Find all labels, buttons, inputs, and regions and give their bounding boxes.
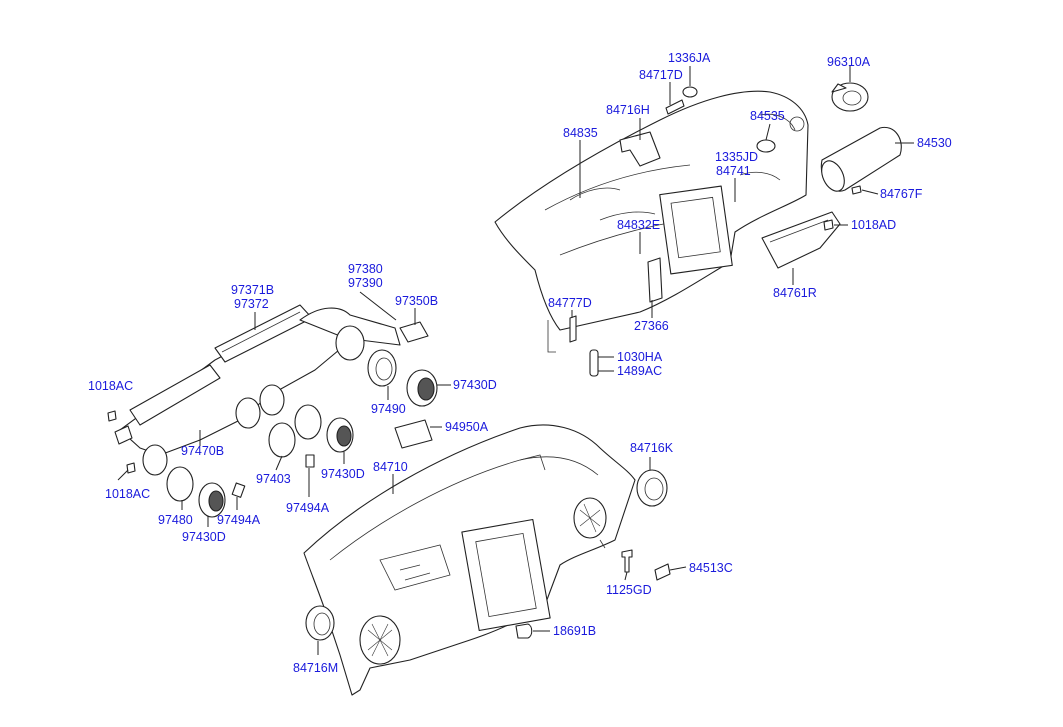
bracket-part — [619, 131, 661, 167]
cylinder-part — [820, 126, 902, 192]
vent-84716K — [636, 469, 668, 507]
label-84535: 84535 — [750, 109, 785, 123]
lower-dash-panel — [494, 90, 809, 353]
label-97430D-c: 97430D — [182, 530, 226, 544]
label-84716H: 84716H — [606, 103, 650, 117]
label-84777D: 84777D — [548, 296, 592, 310]
label-1018AC-bot: 1018AC — [105, 487, 150, 501]
label-1018AC-top: 1018AC — [88, 379, 133, 393]
label-84717D: 84717D — [639, 68, 683, 82]
label-97430D-b: 97430D — [321, 467, 365, 481]
vent-97430D-c — [198, 482, 226, 518]
clip-part — [682, 86, 698, 98]
speaker-part — [831, 82, 869, 112]
bracket-part — [589, 349, 599, 377]
strip-part — [647, 257, 663, 303]
label-94950A: 94950A — [445, 420, 489, 434]
holder-part — [394, 419, 433, 449]
part-labels: 1336JA 84717D 96310A 84716H 84535 84835 … — [88, 51, 952, 675]
vent-97490 — [367, 349, 397, 387]
label-97494A-a: 97494A — [286, 501, 330, 515]
label-1336JA: 1336JA — [668, 51, 711, 65]
label-1489AC: 1489AC — [617, 364, 662, 378]
label-84530: 84530 — [917, 136, 952, 150]
label-84835: 84835 — [563, 126, 598, 140]
label-1018AD: 1018AD — [851, 218, 896, 232]
label-84767F: 84767F — [880, 187, 923, 201]
screw-part — [851, 185, 862, 195]
grille-part — [305, 454, 315, 468]
label-84716K: 84716K — [630, 441, 674, 455]
label-97470B: 97470B — [181, 444, 224, 458]
label-1335JD: 1335JD — [715, 150, 758, 164]
label-97494A-b: 97494A — [217, 513, 261, 527]
screw-part — [126, 462, 136, 474]
label-27366: 27366 — [634, 319, 669, 333]
label-1125GD: 1125GD — [606, 583, 652, 597]
vent-97430D-b — [326, 417, 354, 453]
label-84710: 84710 — [373, 460, 408, 474]
label-96310A: 96310A — [827, 55, 871, 69]
label-97380: 97380 — [348, 262, 383, 276]
screw-part — [569, 315, 577, 343]
label-97390: 97390 — [348, 276, 383, 290]
screw-part — [107, 410, 117, 422]
label-97430D-a: 97430D — [453, 378, 497, 392]
label-97372: 97372 — [234, 297, 269, 311]
bolt-part — [621, 549, 633, 573]
label-84741: 84741 — [716, 164, 751, 178]
bracket-part — [665, 99, 685, 115]
label-97490: 97490 — [371, 402, 406, 416]
tab-part — [654, 563, 671, 581]
connector-part — [399, 321, 429, 343]
label-97371B: 97371B — [231, 283, 274, 297]
vent-97403 — [268, 404, 322, 458]
screw-part — [823, 219, 834, 231]
vent-97480 — [166, 466, 194, 502]
duct-assembly — [114, 304, 401, 476]
label-97403: 97403 — [256, 472, 291, 486]
label-84832E: 84832E — [617, 218, 660, 232]
label-84761R: 84761R — [773, 286, 817, 300]
label-84513C: 84513C — [689, 561, 733, 575]
grille-part — [231, 482, 246, 498]
vent-97430D-a — [406, 369, 438, 407]
clip-part — [756, 139, 776, 153]
bulb-part — [515, 623, 533, 639]
label-84716M: 84716M — [293, 661, 338, 675]
label-97480: 97480 — [158, 513, 193, 527]
panel-part — [761, 211, 841, 269]
leader-lines — [117, 66, 914, 655]
label-1030HA: 1030HA — [617, 350, 663, 364]
label-18691B: 18691B — [553, 624, 596, 638]
vent-84716M — [305, 605, 335, 641]
main-dashboard — [303, 424, 636, 696]
label-97350B: 97350B — [395, 294, 438, 308]
